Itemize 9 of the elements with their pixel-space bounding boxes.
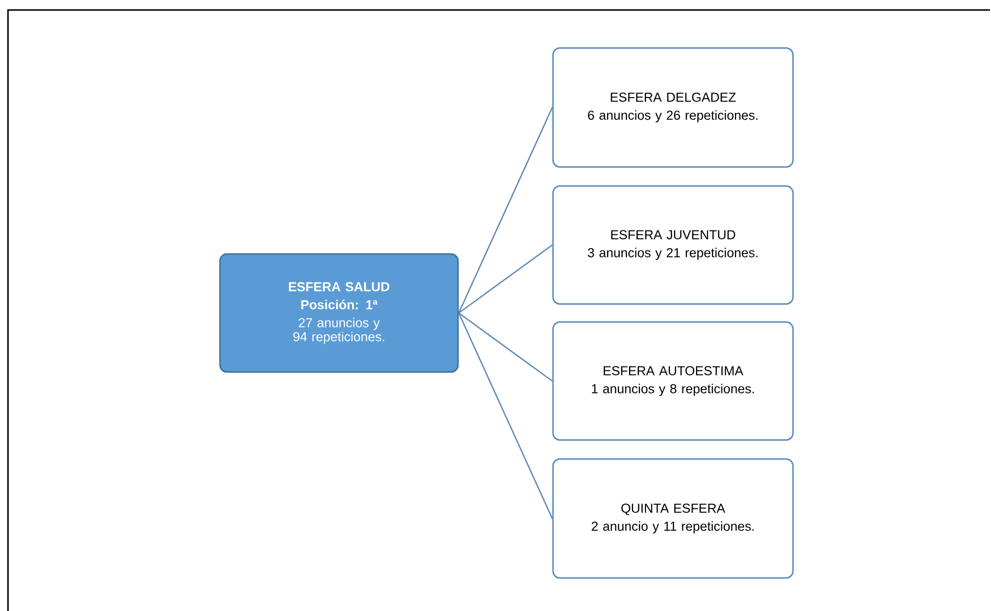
text-box: ESFERA DELGADEZ 6 anuncios y 26 repeticiones. bbox=[552, 47, 794, 168]
connector-line bbox=[458, 312, 553, 519]
text-box: ESFERA AUTOESTIMA 1 anuncios y 8 repeticiones. bbox=[552, 321, 794, 441]
connector-line bbox=[458, 312, 553, 382]
connector-line bbox=[458, 107, 553, 314]
highlighted-box: ESFERA SALUD Posición: 1ª 27 anuncios y 94 repeticiones. bbox=[219, 253, 459, 373]
text-box: QUINTA ESFERA 2 anuncio y 11 repeticiones. bbox=[552, 458, 794, 579]
connector-line bbox=[458, 244, 553, 314]
text-box: ESFERA JUVENTUD 3 anuncios y 21 repeticiones. bbox=[552, 185, 794, 305]
